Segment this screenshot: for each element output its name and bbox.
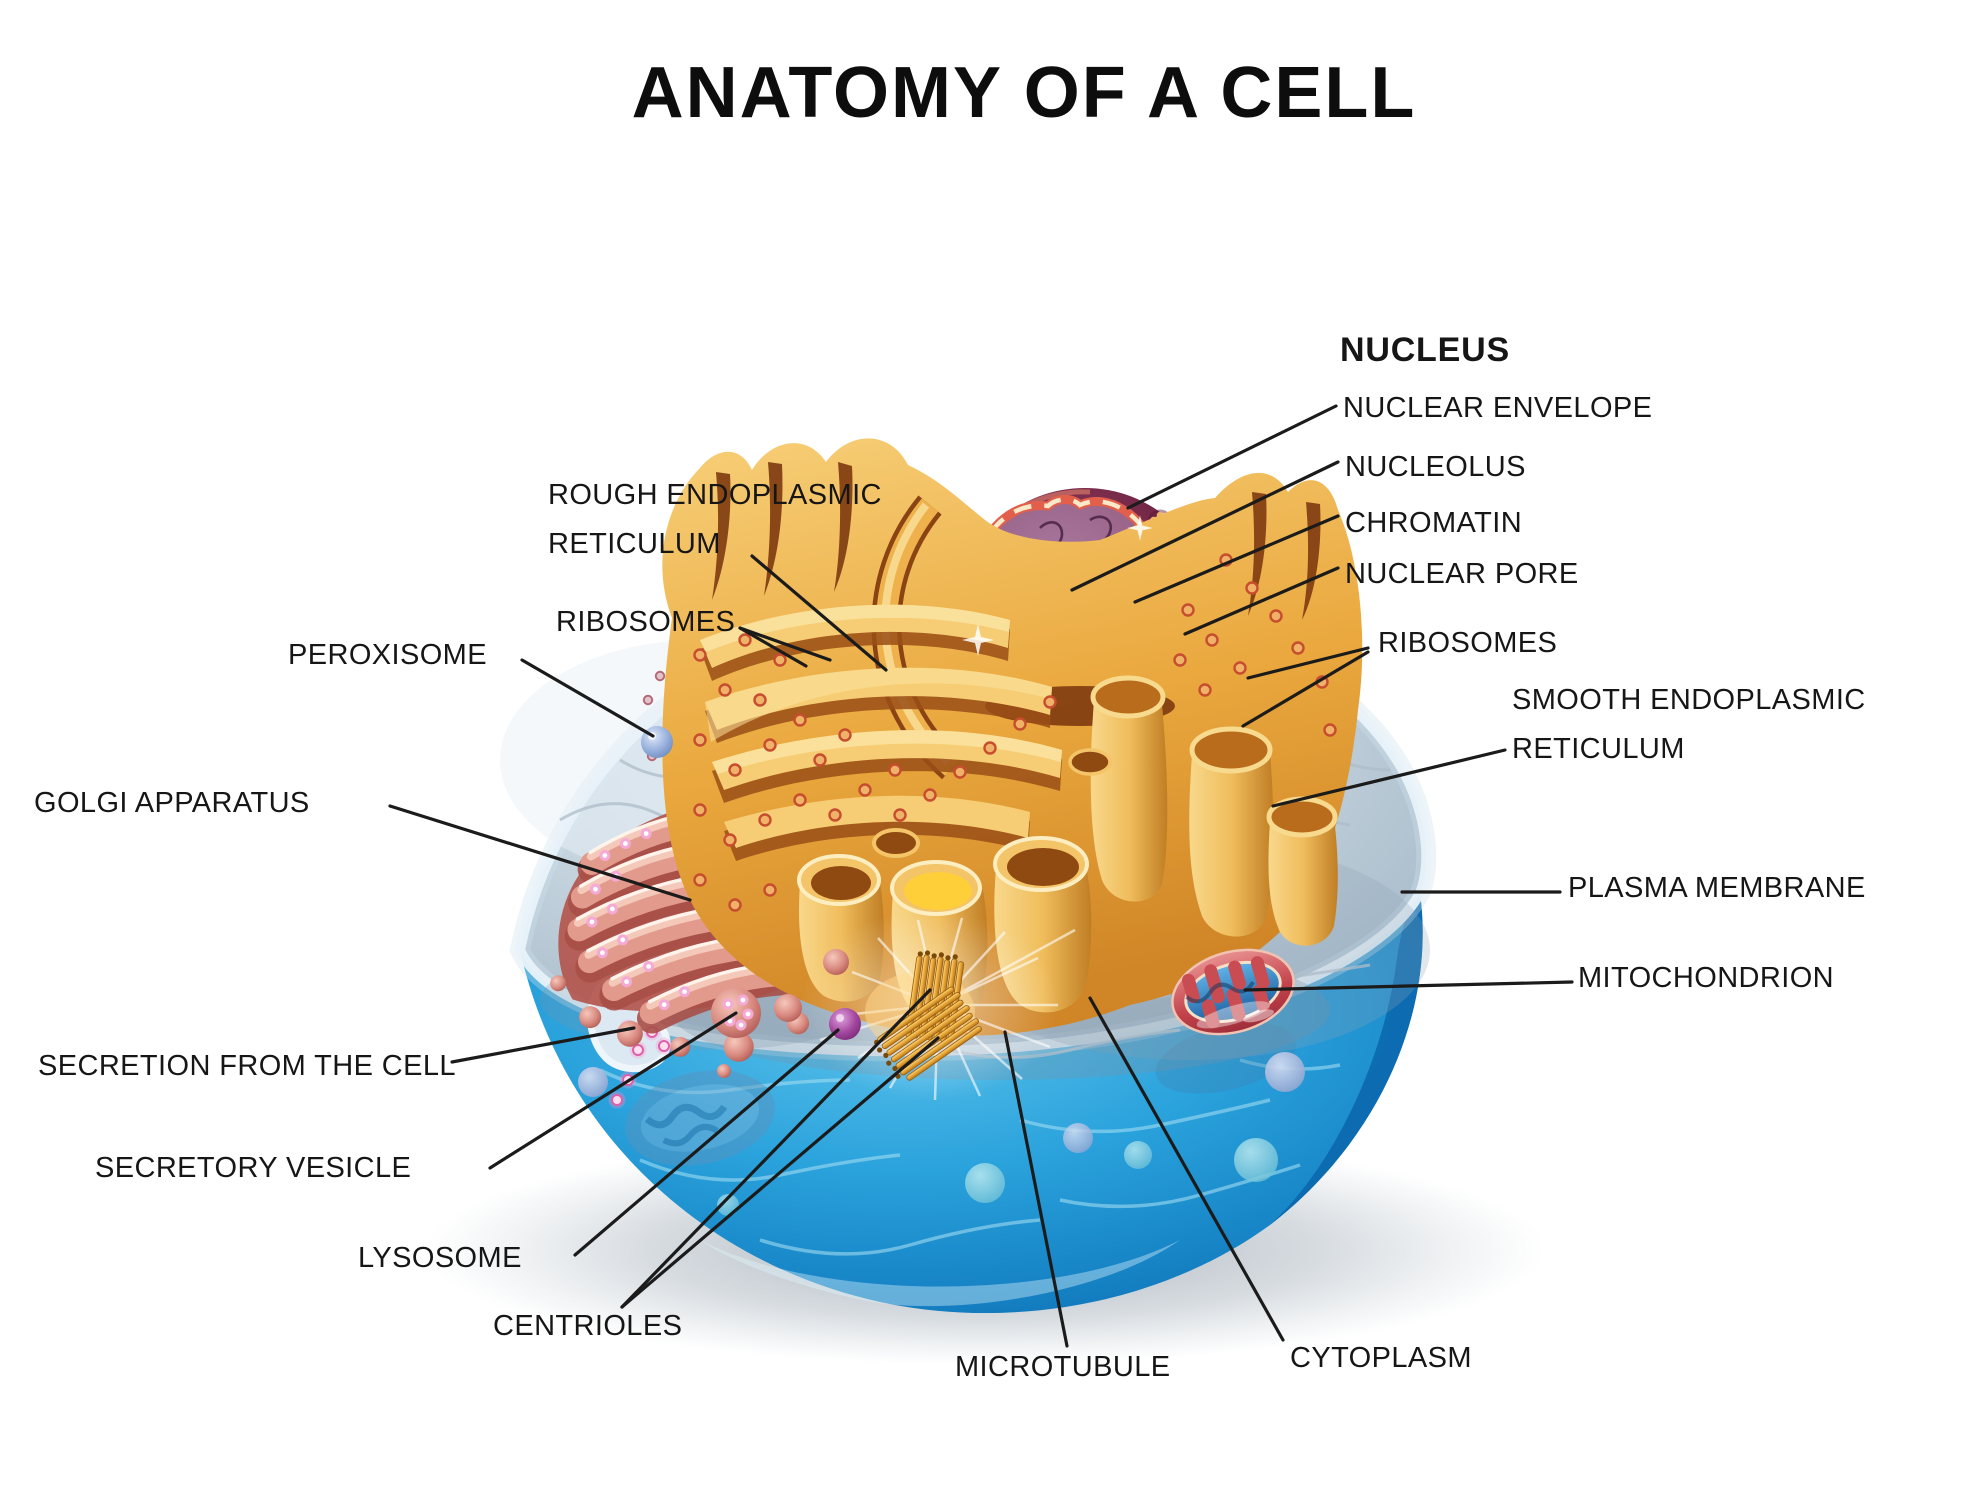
line-secretory-vesicle	[488, 1011, 738, 1170]
line-ribosomes-left-a	[738, 626, 808, 668]
page-title: ANATOMY OF A CELL	[631, 53, 1417, 133]
line-golgi	[388, 804, 692, 902]
label-microtubule: MICROTUBULE	[955, 1351, 1171, 1383]
line-secretion	[450, 1026, 636, 1064]
label-centrioles: CENTRIOLES	[493, 1310, 683, 1342]
line-chromatin	[1133, 514, 1340, 604]
line-ribosomes-right-b	[1241, 650, 1370, 728]
label-nuclear-envelope: NUCLEAR ENVELOPE	[1343, 392, 1653, 424]
label-rough-er: ROUGH ENDOPLASMIC RETICULUM	[548, 479, 882, 561]
label-ribosomes-left: RIBOSOMES	[556, 606, 736, 638]
label-nuclear-pore: NUCLEAR PORE	[1345, 558, 1579, 590]
line-centrioles-a	[620, 988, 932, 1309]
vesicle-salmon	[823, 949, 849, 975]
line-nucleolus	[1070, 460, 1340, 592]
line-smooth-er	[1271, 748, 1507, 808]
line-centrioles-b	[620, 1036, 940, 1309]
er-ribbons	[700, 604, 1062, 861]
label-plasma-membrane: PLASMA MEMBRANE	[1568, 872, 1866, 904]
label-ribosomes-right: RIBOSOMES	[1378, 627, 1558, 659]
centrioles	[865, 950, 982, 1081]
line-nuclear-pore	[1183, 566, 1340, 636]
vesicle-salmon	[774, 994, 802, 1022]
line-ribosomes-right-a	[1246, 646, 1370, 680]
label-lysosome: LYSOSOME	[358, 1242, 522, 1274]
plasma-membrane-hemisphere	[520, 893, 1423, 1314]
ghost-mitochondrion	[625, 1070, 775, 1166]
line-ribosomes-left-b	[738, 626, 832, 662]
line-mitochondrion	[1243, 980, 1574, 992]
line-microtubule	[1003, 1030, 1069, 1348]
label-golgi-apparatus: GOLGI APPARATUS	[34, 787, 310, 819]
label-secretion: SECRETION FROM THE CELL	[38, 1050, 456, 1082]
line-rough-er	[750, 554, 888, 672]
label-nucleus: NUCLEUS	[1340, 331, 1510, 369]
label-mitochondrion: MITOCHONDRION	[1578, 962, 1834, 994]
line-cytoplasm	[1088, 996, 1285, 1342]
label-chromatin: CHROMATIN	[1345, 507, 1523, 539]
line-peroxisome	[520, 658, 655, 738]
line-lysosome	[573, 1028, 840, 1257]
label-smooth-er: SMOOTH ENDOPLASMIC RETICULUM	[1512, 684, 1866, 766]
line-nuclear-envelope	[1126, 404, 1338, 510]
label-cytoplasm: CYTOPLASM	[1290, 1342, 1472, 1374]
label-nucleolus: NUCLEOLUS	[1345, 451, 1526, 483]
label-peroxisome: PEROXISOME	[288, 639, 487, 671]
leader-lines	[388, 404, 1574, 1348]
label-secretory-vesicle: SECRETORY VESICLE	[95, 1152, 412, 1184]
